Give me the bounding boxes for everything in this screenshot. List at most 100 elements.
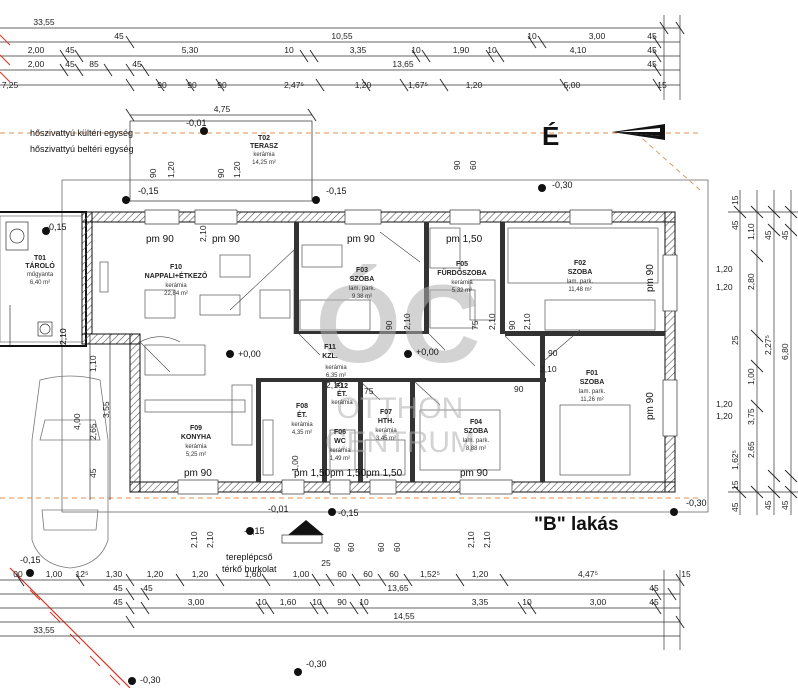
door-swings — [139, 231, 581, 406]
dim-top-r3: 10 — [487, 45, 497, 55]
dim-top-r5: 90 — [217, 80, 227, 90]
level-mark: +0,00 — [238, 349, 261, 359]
dim-left: 4,00 — [72, 413, 82, 430]
dim-bottom-r1: 12⁵ — [76, 569, 89, 579]
dim-bottom-r3: 45 — [113, 597, 123, 607]
dim-top-r4: 2,00 — [28, 59, 45, 69]
room-code: F01 — [586, 370, 598, 377]
dim-right-c1: 1,20 — [716, 282, 733, 292]
level-mark: -0,15 — [20, 555, 41, 565]
room-area: 1,49 m² — [330, 456, 350, 462]
entry-stair-arrow — [288, 520, 324, 535]
bottom-ticks — [15, 573, 685, 629]
dim-top-r4: 45 — [132, 59, 142, 69]
dim-right-c3: 45 — [763, 500, 773, 510]
level-mark: -0,15 — [338, 508, 359, 518]
dim-top-r5: 5,00 — [564, 80, 581, 90]
room-code: T01 — [34, 255, 46, 262]
dim-right-c4: 45 — [780, 500, 790, 510]
parapet-height: pm 90 — [146, 234, 174, 245]
dim-left: 45 — [88, 468, 98, 478]
room-code: T02 — [258, 135, 270, 142]
room-finish: műgyanta — [27, 272, 54, 278]
dim-top-r3: 2,00 — [28, 45, 45, 55]
dim-bottom-r1: 4,47⁵ — [578, 569, 598, 579]
dim-top-r3: 10 — [411, 45, 421, 55]
room-name: NAPPALI+ÉTKEZŐ — [145, 271, 208, 280]
dim-right-c1: 1,20 — [716, 264, 733, 274]
dim-bottom-r3: 1,60 — [280, 597, 297, 607]
dim-bottom-r2: 13,65 — [387, 583, 409, 593]
dim-bottom-r1: 60 — [337, 569, 347, 579]
watermark-line2: CENTRUM — [325, 426, 475, 459]
parapet-height: pm 90 — [212, 234, 240, 245]
dim-bottom-r1: 1,30 — [106, 569, 123, 579]
room-finish: kerámia — [451, 280, 473, 286]
dim-right-c1: 15 — [730, 480, 740, 490]
dim-top-r3: 45 — [65, 45, 75, 55]
dim-top-r5: 1,20 — [466, 80, 483, 90]
dim-bottom-r1: 1,60 — [245, 569, 262, 579]
parapet-labels: pm 90 pm 90 pm 90 pm 1,50 pm 90 pm 90 pm… — [146, 234, 656, 479]
level-markers — [26, 127, 678, 685]
dim-top-r5: 1,20 — [355, 80, 372, 90]
room-code: F08 — [296, 403, 308, 410]
opening-height: 2,10 — [482, 531, 492, 548]
room-name: KONYHA — [181, 434, 211, 441]
right-ticks — [733, 205, 798, 499]
parapet-height: pm 1,50 — [294, 468, 331, 479]
parapet-height: pm 90 — [184, 468, 212, 479]
room-name: TERASZ — [250, 143, 279, 150]
opening-height: 60 — [346, 542, 356, 552]
right-dimension-chain — [728, 190, 798, 515]
room-name: SZOBA — [350, 276, 375, 283]
level-mark: -0,15 — [138, 186, 159, 196]
room-name: KZL. — [322, 353, 338, 360]
dim-right-c1: 1,20 — [716, 411, 733, 421]
room-area: 6,35 m² — [326, 373, 346, 379]
dim-top-r3: 1,90 — [453, 45, 470, 55]
dim-right-c4: 6,80 — [780, 343, 790, 360]
parapet-height: pm 90 — [347, 234, 375, 245]
dim-top-r3: 3,35 — [350, 45, 367, 55]
room-code: F06 — [334, 429, 346, 436]
opening-height: 90 — [507, 320, 517, 330]
dim-bottom-r3: 90 — [337, 597, 347, 607]
dim-left: 3,55 — [101, 401, 111, 418]
room-area: 5,25 m² — [186, 452, 206, 458]
dim-left: 1,10 — [88, 355, 98, 372]
top-dimension-chain — [0, 15, 681, 116]
opening-height: 60 — [392, 542, 402, 552]
room-name: FÜRDŐSZOBA — [437, 268, 486, 277]
opening-height: 2,10 — [205, 531, 215, 548]
room-area: 11,48 m² — [568, 287, 591, 293]
room-code: F10 — [170, 264, 182, 271]
room-name: TÁROLÓ — [25, 261, 55, 270]
stair-note-line1: tereplépcső — [226, 552, 273, 562]
room-area: 14,25 m² — [252, 160, 276, 166]
dim-bottom-r3: 45 — [649, 597, 659, 607]
dim-bottom-r1: 15 — [681, 569, 691, 579]
dim-bottom-r1: 25 — [321, 558, 331, 568]
dim-top-r5: 1,67⁵ — [408, 80, 428, 90]
legend-indoor-unit: hőszivattyú beltéri egység — [30, 144, 134, 154]
stair-note-line2: térkő burkolat — [222, 564, 277, 574]
dim-right-c3: 2,27⁵ — [763, 335, 773, 355]
room-name: HTH. — [378, 418, 394, 425]
room-finish: kerámia — [253, 152, 275, 158]
dim-top-r2: 3,00 — [589, 31, 606, 41]
north-label: É — [542, 121, 559, 151]
room-finish: kerámia — [325, 365, 347, 371]
level-mark: -0,30 — [686, 498, 707, 508]
dim-right-c1: 45 — [730, 502, 740, 512]
opening-height: 90 — [384, 320, 394, 330]
plan-title: "B" lakás — [534, 514, 619, 535]
dim-right-c1: 45 — [730, 220, 740, 230]
dim-bottom-r1: 1,20 — [147, 569, 164, 579]
level-mark: -0,15 — [244, 526, 265, 536]
opening-height: 2,10 — [198, 225, 208, 242]
level-mark: -0,30 — [140, 675, 161, 685]
dim-terrace-width: 4,75 — [214, 104, 231, 114]
room-area: 6,40 m² — [30, 280, 50, 286]
north-arrow — [612, 124, 665, 140]
